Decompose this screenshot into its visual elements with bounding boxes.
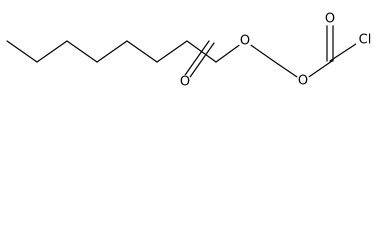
bond-c3-c4 — [66, 40, 98, 63]
bond-c4-c5 — [96, 40, 128, 63]
ester-oxygen-label: O — [240, 34, 250, 49]
bond-c5-c6 — [126, 40, 158, 63]
atom-ester-oxygen: O — [238, 34, 252, 49]
chlorine-label: Cl — [359, 33, 372, 48]
atom-chloroformyl-carbonyl-oxygen: O — [323, 12, 337, 27]
chloroformyl-carbonyl-oxygen-label: O — [325, 12, 335, 27]
chemical-structure: O O O O Cl — [6, 12, 373, 90]
carbonate-oxygen-label: O — [298, 74, 308, 89]
ester-carbonyl-oxygen-label: O — [180, 75, 190, 90]
atom-labels: O O O O Cl — [178, 12, 373, 90]
bond-c1-c2 — [6, 40, 38, 63]
atom-carbonate-oxygen: O — [296, 74, 310, 89]
bond-ester-carbonyl-double-b — [187, 42, 215, 81]
atom-ester-carbonyl-oxygen: O — [178, 75, 192, 90]
bond-ester-carbonyl-double-a — [182, 40, 210, 79]
atom-chlorine: Cl — [356, 32, 373, 48]
bond-c2-c3 — [36, 40, 68, 63]
bond-c6-c7 — [156, 40, 188, 63]
bonds — [6, 22, 363, 82]
